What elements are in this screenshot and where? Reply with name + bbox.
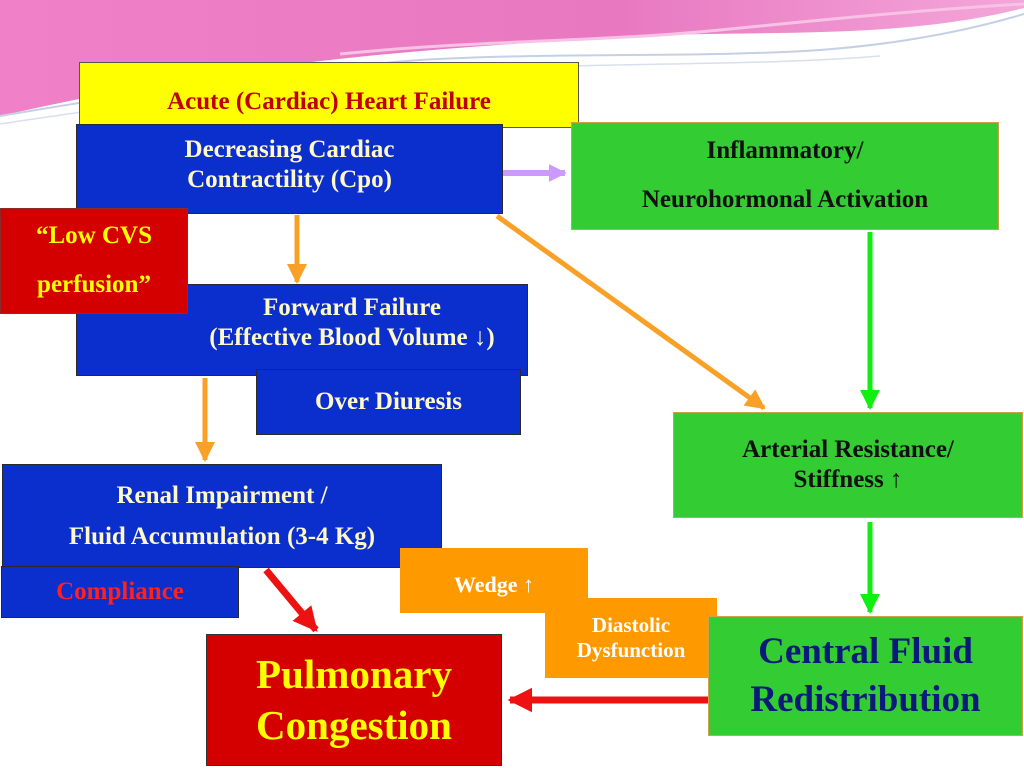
inflammatory-line-1: Inflammatory/ — [706, 137, 864, 165]
forward-line-2: (Effective Blood Volume ↓) — [209, 324, 495, 351]
arterial-line-1: Arterial Resistance/ — [742, 436, 954, 463]
central-line-1: Central Fluid — [758, 630, 973, 672]
arterial-line-2: Stiffness ↑ — [793, 466, 903, 493]
box-renal-impairment: Renal Impairment / Fluid Accumulation (3… — [2, 464, 442, 568]
forward-line-1: Forward Failure — [263, 294, 441, 321]
box-inflammatory-activation: Inflammatory/ Neurohormonal Activation — [571, 122, 999, 230]
arrow-renal-to-pulmonary — [263, 567, 319, 633]
renal-line-1: Renal Impairment / — [116, 481, 328, 509]
box-low-cvs-perfusion: “Low CVS perfusion” — [0, 208, 188, 314]
inflammatory-line-2: Neurohormonal Activation — [641, 186, 929, 213]
box-arterial-resistance: Arterial Resistance/ Stiffness ↑ — [673, 412, 1023, 518]
box-diastolic-dysfunction: Diastolic Dysfunction — [545, 598, 717, 678]
title-acute-heart-failure: Acute (Cardiac) Heart Failure — [79, 62, 579, 128]
low-cvs-line-2: perfusion” — [37, 271, 151, 298]
title-text: Acute (Cardiac) Heart Failure — [167, 88, 491, 115]
pulmonary-line-1: Pulmonary — [256, 650, 452, 697]
arrow-decreasing-to-arterial — [495, 213, 766, 411]
box-over-diuresis: Over Diuresis — [256, 369, 521, 435]
diastolic-line-2: Dysfunction — [576, 638, 686, 662]
compliance-text: Compliance — [56, 578, 184, 605]
pulmonary-line-2: Congestion — [256, 702, 452, 748]
diastolic-line-1: Diastolic — [591, 612, 671, 637]
decreasing-line-1: Decreasing Cardiac — [184, 136, 395, 163]
low-cvs-line-1: “Low CVS — [36, 222, 152, 250]
decreasing-line-2: Contractility (Cpo) — [187, 166, 392, 193]
box-central-fluid-redistribution: Central Fluid Redistribution — [708, 616, 1023, 736]
central-line-2: Redistribution — [750, 679, 981, 720]
box-decreasing-contractility: Decreasing Cardiac Contractility (Cpo) — [76, 124, 503, 214]
renal-line-2: Fluid Accumulation (3-4 Kg) — [68, 523, 376, 550]
box-pulmonary-congestion: Pulmonary Congestion — [206, 634, 502, 766]
wedge-text: Wedge ↑ — [453, 572, 535, 597]
box-compliance: Compliance — [1, 566, 239, 618]
over-diuresis-text: Over Diuresis — [315, 388, 462, 415]
